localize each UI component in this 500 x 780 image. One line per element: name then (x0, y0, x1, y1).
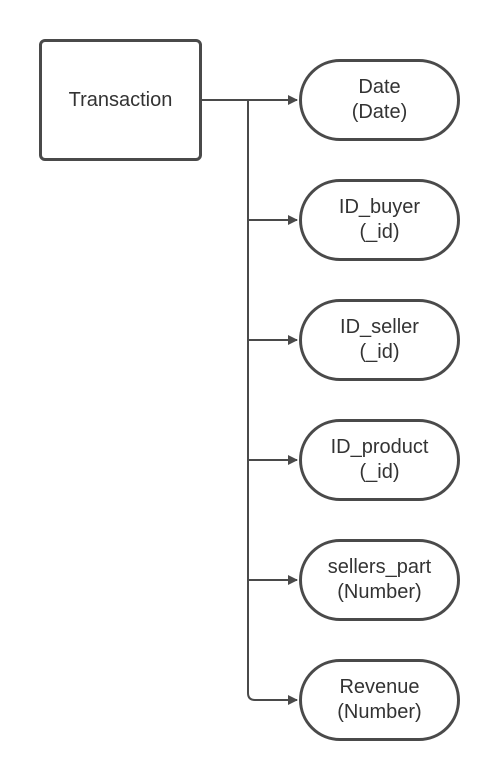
attribute-name: ID_seller (340, 316, 419, 338)
attribute-id-product: ID_product (_id) (299, 419, 460, 501)
attribute-name: ID_buyer (338, 196, 421, 218)
attribute-name: sellers_part (327, 556, 432, 578)
entity-transaction: Transaction (39, 39, 202, 161)
attribute-type: (Number) (337, 701, 422, 723)
attribute-type: (_id) (359, 461, 400, 483)
attribute-type: (_id) (359, 341, 400, 363)
attribute-name: ID_product (330, 436, 429, 458)
attribute-sellers-part: sellers_part (Number) (299, 539, 460, 621)
trunk-line (247, 100, 280, 701)
attribute-type: (Date) (351, 101, 408, 123)
attribute-revenue: Revenue (Number) (299, 659, 460, 741)
attribute-name: Revenue (339, 676, 420, 698)
attribute-id-seller: ID_seller (_id) (299, 299, 460, 381)
entity-label: Transaction (68, 88, 173, 111)
attribute-type: (_id) (359, 221, 400, 243)
attribute-id-buyer: ID_buyer (_id) (299, 179, 460, 261)
attribute-date: Date (Date) (299, 59, 460, 141)
attribute-name: Date (358, 76, 401, 98)
attribute-type: (Number) (337, 581, 422, 603)
